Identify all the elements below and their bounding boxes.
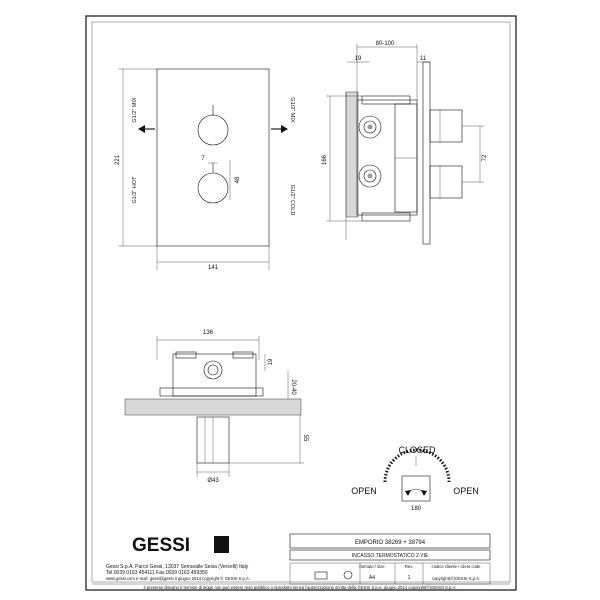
- format-label: formato / size: [359, 564, 385, 569]
- company-line-2: Tel.0039 0163 454111 Fax.0039 0163 45935…: [106, 570, 208, 576]
- side-plate: [422, 61, 431, 245]
- plan-view: 136 19 20-40 55 Ø43: [124, 330, 308, 484]
- plan-20-40-dimension: 20-40: [290, 379, 296, 395]
- plan-136-dimension: 136: [203, 330, 214, 336]
- sheet-border: [85, 15, 517, 591]
- rev-value: 1: [408, 575, 411, 581]
- hot-label: G1/2" HOT: [132, 176, 138, 204]
- format-value: A4: [369, 575, 375, 581]
- mix-right-label: G1/2" MIX: [289, 97, 295, 123]
- sheet-icon: [314, 571, 328, 580]
- rotation-diagram: CLOSED OPEN OPEN 180: [351, 445, 479, 512]
- lower-knob: [197, 172, 229, 204]
- open-right-label: OPEN: [453, 486, 479, 496]
- mix-left-label: G1/2" MIX: [132, 97, 138, 123]
- side-72-dimension: 72: [482, 154, 488, 161]
- gessi-logo: GESSI: [132, 535, 190, 556]
- knob-spacing-dimension: 48: [235, 176, 241, 183]
- description: INCASSO TERMOSTATICO 2 VIE: [352, 553, 429, 559]
- lower-inlet: [358, 164, 382, 188]
- knob-gap-dimension: 7: [201, 156, 205, 162]
- cover-plate: [156, 68, 270, 247]
- rotation-scale: [383, 448, 451, 483]
- company-line-1: Gessi S.p.A. Parco Gessi, 13037 Serraval…: [106, 564, 249, 570]
- side-view: 80-100 19 11 166 72: [322, 41, 488, 245]
- side-lower-knob: [429, 165, 463, 199]
- upper-inlet: [358, 115, 382, 139]
- copyright-ref: copyright(©)GESSI S.p.A.: [432, 576, 480, 581]
- upper-knob: [197, 114, 229, 146]
- plan-55-dimension: 55: [302, 435, 308, 442]
- rotation-degrees: 180: [411, 506, 422, 512]
- width-dimension: 141: [208, 265, 219, 271]
- plan-inlet: [203, 360, 223, 380]
- depth-dimension: 80-100: [376, 41, 395, 47]
- plan-wall: [124, 398, 302, 416]
- side-upper-knob: [429, 109, 463, 143]
- logo-square: [214, 536, 229, 553]
- front-view: 141 221 7 48 G1/2" MIX G1/2" MIX G1/2" H…: [115, 68, 295, 271]
- model-title: EMPORIO 38269 + 38794: [355, 540, 426, 546]
- valve-body: [356, 99, 418, 216]
- side-166-dimension: 166: [322, 154, 328, 165]
- arrow-left-icon: [138, 125, 145, 133]
- rev-label: Rev.: [405, 564, 413, 569]
- cold-label: G1/2" COLD: [289, 185, 295, 216]
- open-left-label: OPEN: [351, 486, 377, 496]
- title-block: GESSI EMPORIO 38269 + 38794 INCASSO TERM…: [92, 533, 510, 590]
- company-line-3: www.gessi.com e-mail: gessi@gessi.it giu…: [106, 576, 250, 581]
- client-code-label: codice cliente / client code: [432, 564, 482, 569]
- plan-43-dimension: Ø43: [207, 478, 219, 484]
- projection-icon: [343, 570, 353, 580]
- height-dimension: 221: [115, 154, 121, 165]
- inner-border: [91, 21, 511, 583]
- arrow-right-icon: [281, 125, 288, 133]
- side-19-dimension: 19: [355, 56, 362, 62]
- rotate-arrow-icon: [421, 490, 427, 496]
- footer-notice: Il presente disegno è termine di legge n…: [143, 585, 456, 590]
- side-11-dimension: 11: [420, 56, 427, 62]
- plan-19-dimension: 19: [268, 358, 274, 365]
- rotation-box: [401, 475, 431, 502]
